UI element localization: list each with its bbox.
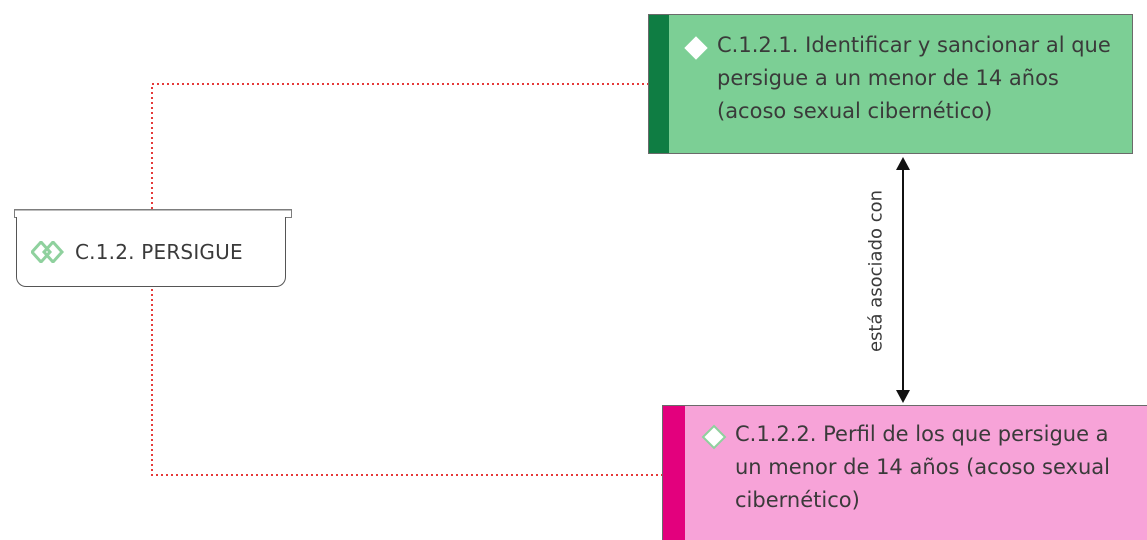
child-node-1-accent-bar	[649, 15, 669, 153]
diamond-icon	[684, 36, 708, 60]
diamond-icon	[701, 424, 727, 450]
child-node-1-content: C.1.2.1. Identificar y sancionar al que …	[669, 15, 1132, 128]
connector-to-child-2	[151, 289, 662, 476]
parent-node-box: C.1.2. PERSIGUE	[16, 217, 286, 287]
child-node-1[interactable]: C.1.2.1. Identificar y sancionar al que …	[648, 14, 1133, 154]
child-node-2-label: C.1.2.2. Perfil de los que persigue a un…	[735, 422, 1110, 512]
parent-node[interactable]: C.1.2. PERSIGUE	[14, 209, 292, 289]
relation-label-text: está asociado con	[865, 189, 887, 353]
child-node-1-label: C.1.2.1. Identificar y sancionar al que …	[717, 33, 1111, 123]
child-node-2[interactable]: C.1.2.2. Perfil de los que persigue a un…	[662, 405, 1147, 540]
arrowhead-up	[896, 157, 910, 170]
parent-node-label: C.1.2. PERSIGUE	[75, 239, 243, 264]
double-diamond-icon	[31, 240, 65, 263]
arrowhead-down	[896, 390, 910, 403]
child-node-2-content: C.1.2.2. Perfil de los que persigue a un…	[685, 406, 1147, 517]
child-node-2-accent-bar	[663, 406, 685, 540]
connector-to-child-1	[151, 83, 648, 209]
